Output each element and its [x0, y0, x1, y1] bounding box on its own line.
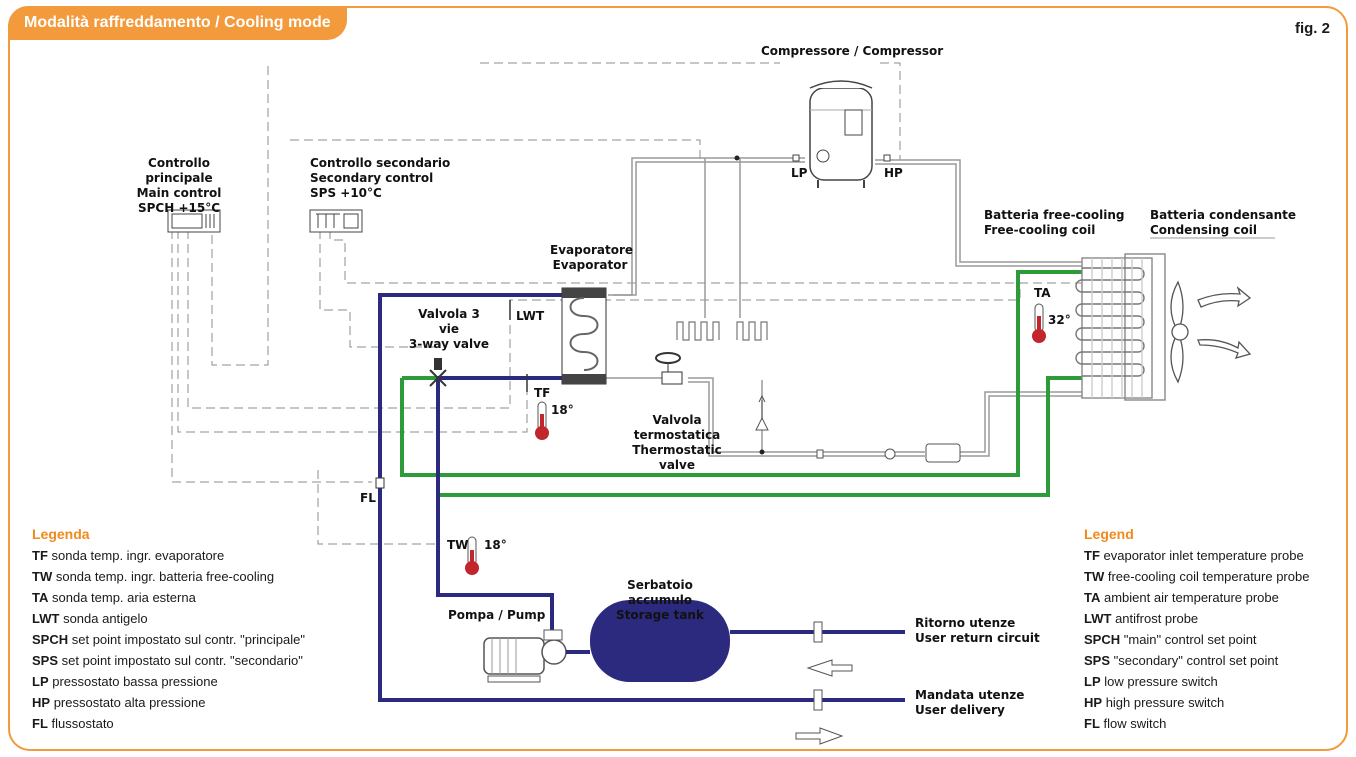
ta-label: TA [1034, 286, 1051, 300]
tw-label: TW [447, 538, 469, 552]
legend-italian-heading: Legenda [32, 526, 90, 542]
legend-italian: Legenda TF sonda temp. ingr. evaporatore… [32, 524, 305, 734]
freecooling-pipe [400, 270, 1085, 497]
three-way-valve-label: Valvola 3 vie 3-way valve [408, 307, 490, 351]
legend-item: TF sonda temp. ingr. evaporatore [32, 548, 225, 563]
ta-temperature: 32° [1048, 313, 1071, 327]
legend-english: Legend TF evaporator inlet temperature p… [1084, 524, 1309, 734]
legend-item: TA sonda temp. aria esterna [32, 590, 196, 605]
free-cooling-coil-label: Batteria free-cooling Free-cooling coil [984, 208, 1125, 237]
condensing-coil-label: Batteria condensante Condensing coil [1150, 208, 1296, 237]
evaporator [561, 287, 607, 385]
legend-item: SPS set point impostato sul contr. "seco… [32, 653, 303, 668]
figure-frame [8, 6, 1348, 751]
thermometer-tf [535, 401, 549, 440]
figure-title: Modalità raffreddamento / Cooling mode [8, 6, 347, 40]
fan [1170, 280, 1252, 384]
storage-tank-label: Serbatoio accumulo Storage tank [616, 578, 704, 622]
secondary-controller [309, 209, 363, 233]
figure-number: fig. 2 [1294, 20, 1330, 37]
legend-item: TW free-cooling coil temperature probe [1084, 569, 1310, 584]
legend-item: TW sonda temp. ingr. batteria free-cooli… [32, 569, 275, 584]
main-controller [167, 209, 221, 233]
lp-label: LP [791, 166, 808, 180]
thermometer-ta [1032, 303, 1046, 343]
legend-english-heading: Legend [1084, 526, 1134, 542]
thermostatic-valve-label: Valvola termostatica Thermostatic valve [632, 413, 722, 472]
legend-item: LWT sonda antigelo [32, 611, 148, 626]
legend-item: TA ambient air temperature probe [1084, 590, 1279, 605]
legend-item: SPCH "main" control set point [1084, 632, 1257, 647]
thermometer-tw [465, 536, 479, 575]
tf-label: TF [534, 386, 551, 400]
refrigerant-lines [605, 157, 1085, 457]
compressor-label: Compressore / Compressor [761, 44, 944, 58]
legend-item: SPCH set point impostato sul contr. "pri… [32, 632, 305, 647]
legend-item: TF evaporator inlet temperature probe [1084, 548, 1304, 563]
storage-tank [590, 600, 730, 682]
legend-item: HP high pressure switch [1084, 695, 1225, 710]
legend-item: FL flow switch [1084, 716, 1167, 731]
user-return-label: Ritorno utenze User return circuit [915, 616, 1040, 645]
legend-item: LWT antifrost probe [1084, 611, 1199, 626]
legend-item: SPS "secondary" control set point [1084, 653, 1279, 668]
user-delivery-label: Mandata utenze User delivery [915, 688, 1025, 717]
water-pipe [378, 293, 905, 702]
tf-temperature: 18° [551, 403, 574, 417]
tw-temperature: 18° [484, 538, 507, 552]
compressor [809, 80, 873, 188]
legend-item: HP pressostato alta pressione [32, 695, 206, 710]
thermostatic-valve-shape [655, 352, 683, 385]
pump-label: Pompa / Pump [448, 608, 546, 622]
main-control-label: Controllo principale Main control SPCH +… [136, 156, 222, 215]
evaporator-label: Evaporatore Evaporator [550, 243, 634, 272]
lwt-label: LWT [516, 309, 545, 323]
three-way-valve [429, 358, 447, 387]
legend-item: LP low pressure switch [1084, 674, 1218, 689]
secondary-control-label: Controllo secondario Secondary control S… [310, 156, 451, 200]
legend-item: FL flussostato [32, 716, 114, 731]
pump [483, 629, 590, 683]
coils [1075, 253, 1166, 401]
fl-label: FL [360, 491, 376, 505]
hp-label: HP [884, 166, 903, 180]
legend-item: LP pressostato bassa pressione [32, 674, 218, 689]
